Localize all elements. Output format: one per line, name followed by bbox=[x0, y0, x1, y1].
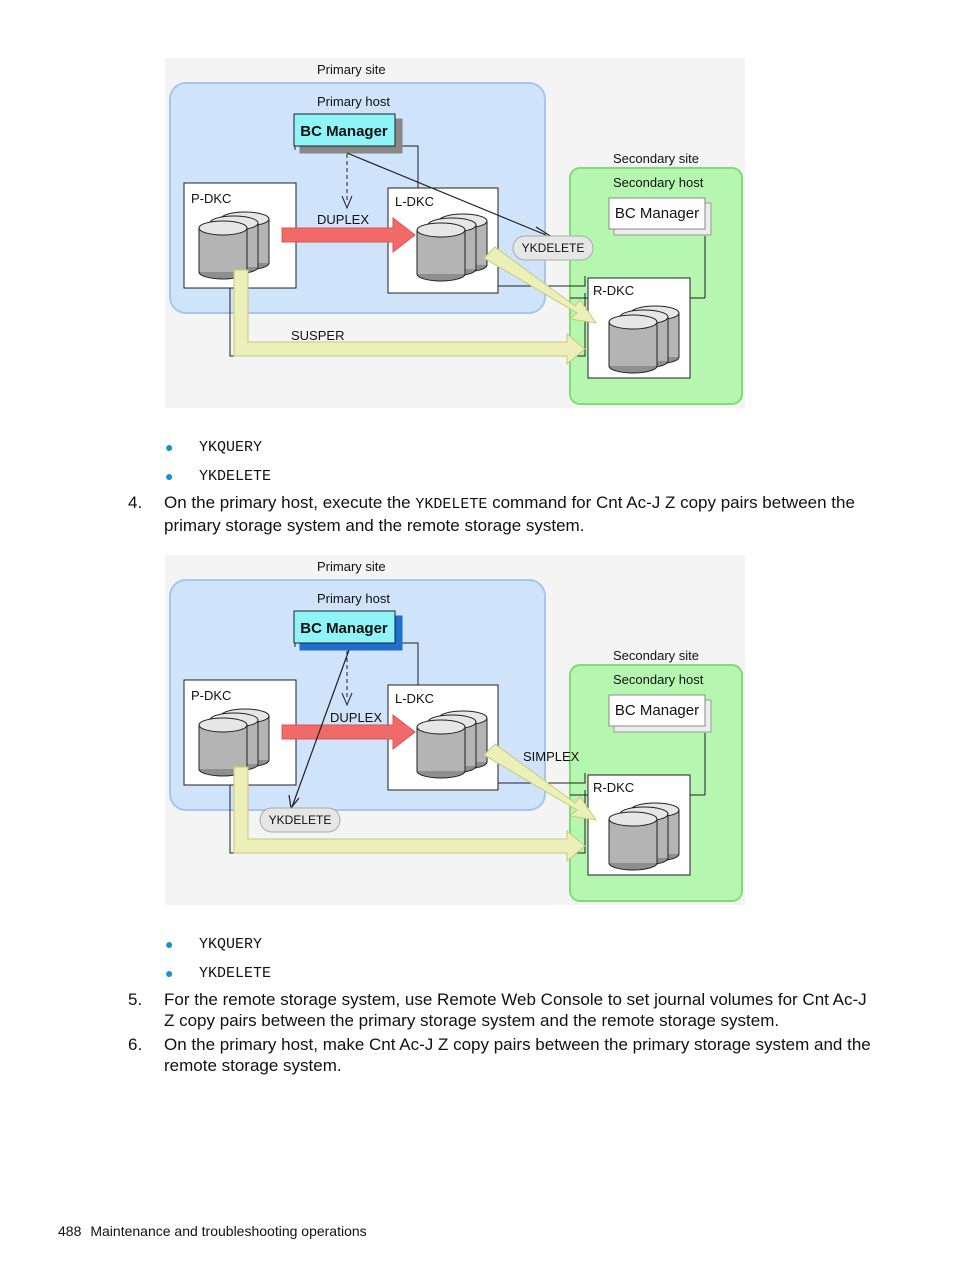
step-4: 4. On the primary host, execute the YKDE… bbox=[128, 492, 873, 536]
bc-manager-secondary-box bbox=[608, 694, 706, 727]
journal-pair-arrow bbox=[483, 743, 598, 821]
command-list-2: ●YKQUERY ●YKDELETE bbox=[163, 934, 271, 992]
command-list-1: ●YKQUERY ●YKDELETE bbox=[163, 437, 271, 495]
rdkc-label: R-DKC bbox=[593, 780, 634, 795]
pair-arrow-primary-remote bbox=[233, 766, 586, 863]
pdkc-label: P-DKC bbox=[191, 191, 231, 206]
ykdelete-bubble bbox=[512, 235, 594, 261]
page-footer: 488 Maintenance and troubleshooting opera… bbox=[58, 1223, 367, 1239]
ykdelete-command-arrow bbox=[346, 152, 547, 236]
ldkc-label: L-DKC bbox=[395, 194, 434, 209]
primary-host-label: Primary host bbox=[317, 591, 390, 606]
step-number: 5. bbox=[128, 990, 143, 1009]
susper-label: SUSPER bbox=[291, 328, 344, 343]
bc-manager-primary-box bbox=[293, 610, 396, 644]
step-6: 6. On the primary host, make Cnt Ac-J Z … bbox=[128, 1034, 873, 1076]
step-text: For the remote storage system, use Remot… bbox=[164, 990, 867, 1030]
primary-site-label: Primary site bbox=[317, 559, 386, 574]
secondary-site-label: Secondary site bbox=[613, 151, 699, 166]
list-item: ●YKQUERY bbox=[165, 439, 263, 456]
bc-manager-primary-label: BC Manager bbox=[300, 620, 388, 637]
footer-section: Maintenance and troubleshooting operatio… bbox=[90, 1223, 367, 1239]
ykdelete-bubble-label: YKDELETE bbox=[522, 241, 585, 255]
step-command: YKDELETE bbox=[415, 496, 488, 513]
command-name: YKDELETE bbox=[199, 468, 272, 485]
duplex-copy-arrow bbox=[281, 713, 416, 751]
list-item: ●YKDELETE bbox=[165, 965, 272, 982]
primary-host-label: Primary host bbox=[317, 94, 390, 109]
pdkc-label: P-DKC bbox=[191, 688, 231, 703]
bc-manager-secondary-box bbox=[608, 197, 706, 230]
step-text-after: command for Cnt Ac-J Z copy pairs betwee… bbox=[164, 493, 855, 535]
ykdelete-command-arrow bbox=[291, 649, 350, 808]
step-text: On the primary host, make Cnt Ac-J Z cop… bbox=[164, 1035, 871, 1075]
bc-manager-primary-box bbox=[293, 113, 396, 147]
bc-manager-primary-label: BC Manager bbox=[300, 123, 388, 140]
diagram-ykdelete-remote: Primary site Secondary site Secondary ho… bbox=[165, 58, 745, 408]
diagram-ykdelete-primary: Primary site Secondary site Secondary ho… bbox=[165, 555, 745, 905]
susper-pair-arrow bbox=[233, 269, 586, 366]
duplex-copy-arrow bbox=[281, 216, 416, 254]
step-number: 6. bbox=[128, 1035, 143, 1054]
list-item: ●YKDELETE bbox=[165, 468, 272, 485]
primary-site-label: Primary site bbox=[317, 62, 386, 77]
ykdelete-bubble-label: YKDELETE bbox=[269, 813, 332, 827]
duplex-label: DUPLEX bbox=[317, 212, 369, 227]
page-number: 488 bbox=[58, 1223, 82, 1239]
command-name: YKQUERY bbox=[199, 936, 263, 953]
secondary-host-label: Secondary host bbox=[613, 175, 704, 190]
secondary-site-label: Secondary site bbox=[613, 648, 699, 663]
journal-pair-arrow bbox=[483, 246, 598, 324]
duplex-label: DUPLEX bbox=[330, 710, 382, 725]
ykdelete-bubble bbox=[259, 807, 341, 833]
secondary-host-label: Secondary host bbox=[613, 672, 704, 687]
command-name: YKDELETE bbox=[199, 965, 272, 982]
ldkc-label: L-DKC bbox=[395, 691, 434, 706]
step-text-before: On the primary host, execute the bbox=[164, 493, 416, 512]
rdkc-label: R-DKC bbox=[593, 283, 634, 298]
command-name: YKQUERY bbox=[199, 439, 263, 456]
simplex-label: SIMPLEX bbox=[523, 749, 580, 764]
list-item: ●YKQUERY bbox=[165, 936, 263, 953]
step-number: 4. bbox=[128, 493, 143, 512]
step-5: 5. For the remote storage system, use Re… bbox=[128, 989, 873, 1031]
bc-manager-secondary-label: BC Manager bbox=[615, 702, 699, 719]
bc-manager-secondary-label: BC Manager bbox=[615, 205, 699, 222]
